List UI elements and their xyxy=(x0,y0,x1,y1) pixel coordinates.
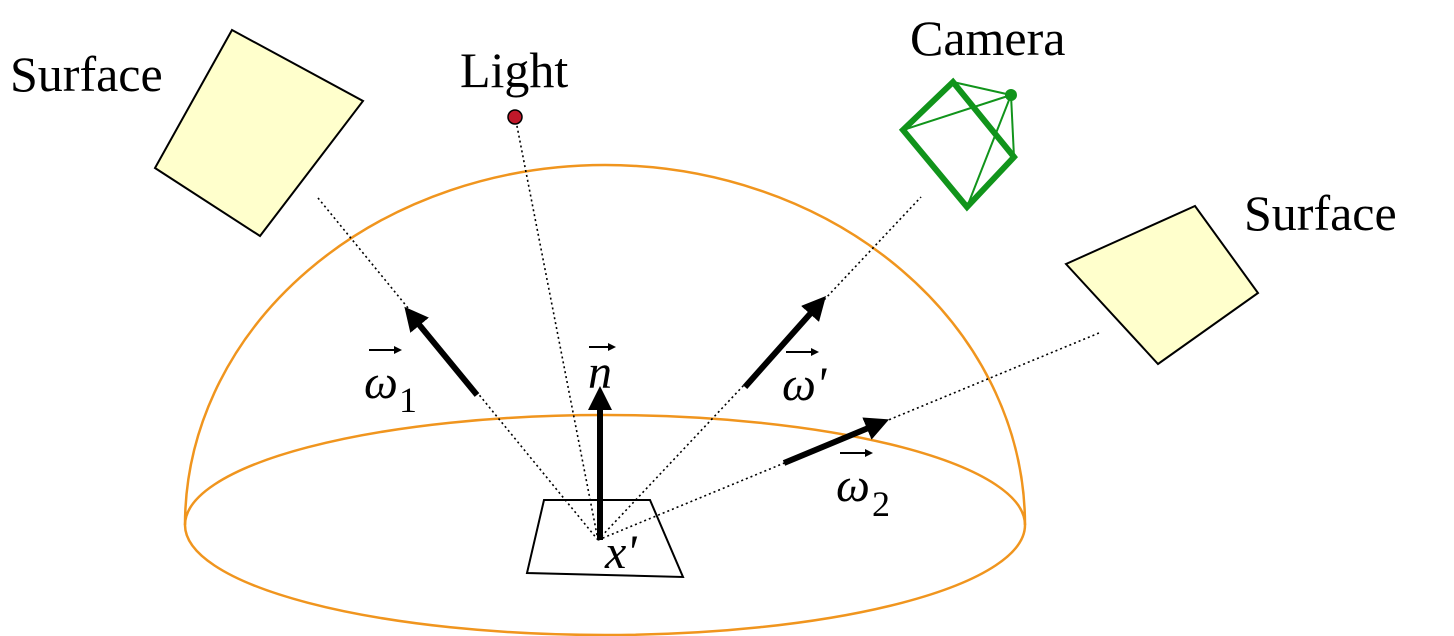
hemisphere-base xyxy=(183,413,1027,636)
svg-text:ω: ω xyxy=(836,459,870,512)
svg-text:1: 1 xyxy=(399,380,417,420)
omega-1-arrow xyxy=(404,306,480,397)
surface-patch xyxy=(525,499,685,579)
omega-prime-arrow xyxy=(742,296,826,389)
ray-to-light xyxy=(515,120,599,541)
omega-1-symbol: ω 1 xyxy=(364,346,417,420)
camera-label: Camera xyxy=(910,10,1065,66)
surface-right-panel xyxy=(1064,204,1260,366)
point-x-prime-label: x' xyxy=(604,526,637,579)
omega-2-symbol: ω 2 xyxy=(836,449,890,524)
surface-left-panel xyxy=(153,28,365,238)
svg-text:ω: ω xyxy=(364,356,398,409)
light-source xyxy=(507,109,523,125)
svg-text:2: 2 xyxy=(872,484,890,524)
hemisphere-dome xyxy=(183,163,1027,526)
svg-text:ω': ω' xyxy=(782,358,827,411)
surface-left-label: Surface xyxy=(10,46,163,102)
omega-2-arrow xyxy=(782,417,890,466)
light-label: Light xyxy=(460,42,568,98)
surface-right-label: Surface xyxy=(1244,185,1397,241)
camera-icon xyxy=(898,77,1018,212)
svg-text:n: n xyxy=(588,346,612,399)
omega-prime-symbol: ω' xyxy=(782,348,827,411)
normal-symbol: n xyxy=(588,343,616,399)
